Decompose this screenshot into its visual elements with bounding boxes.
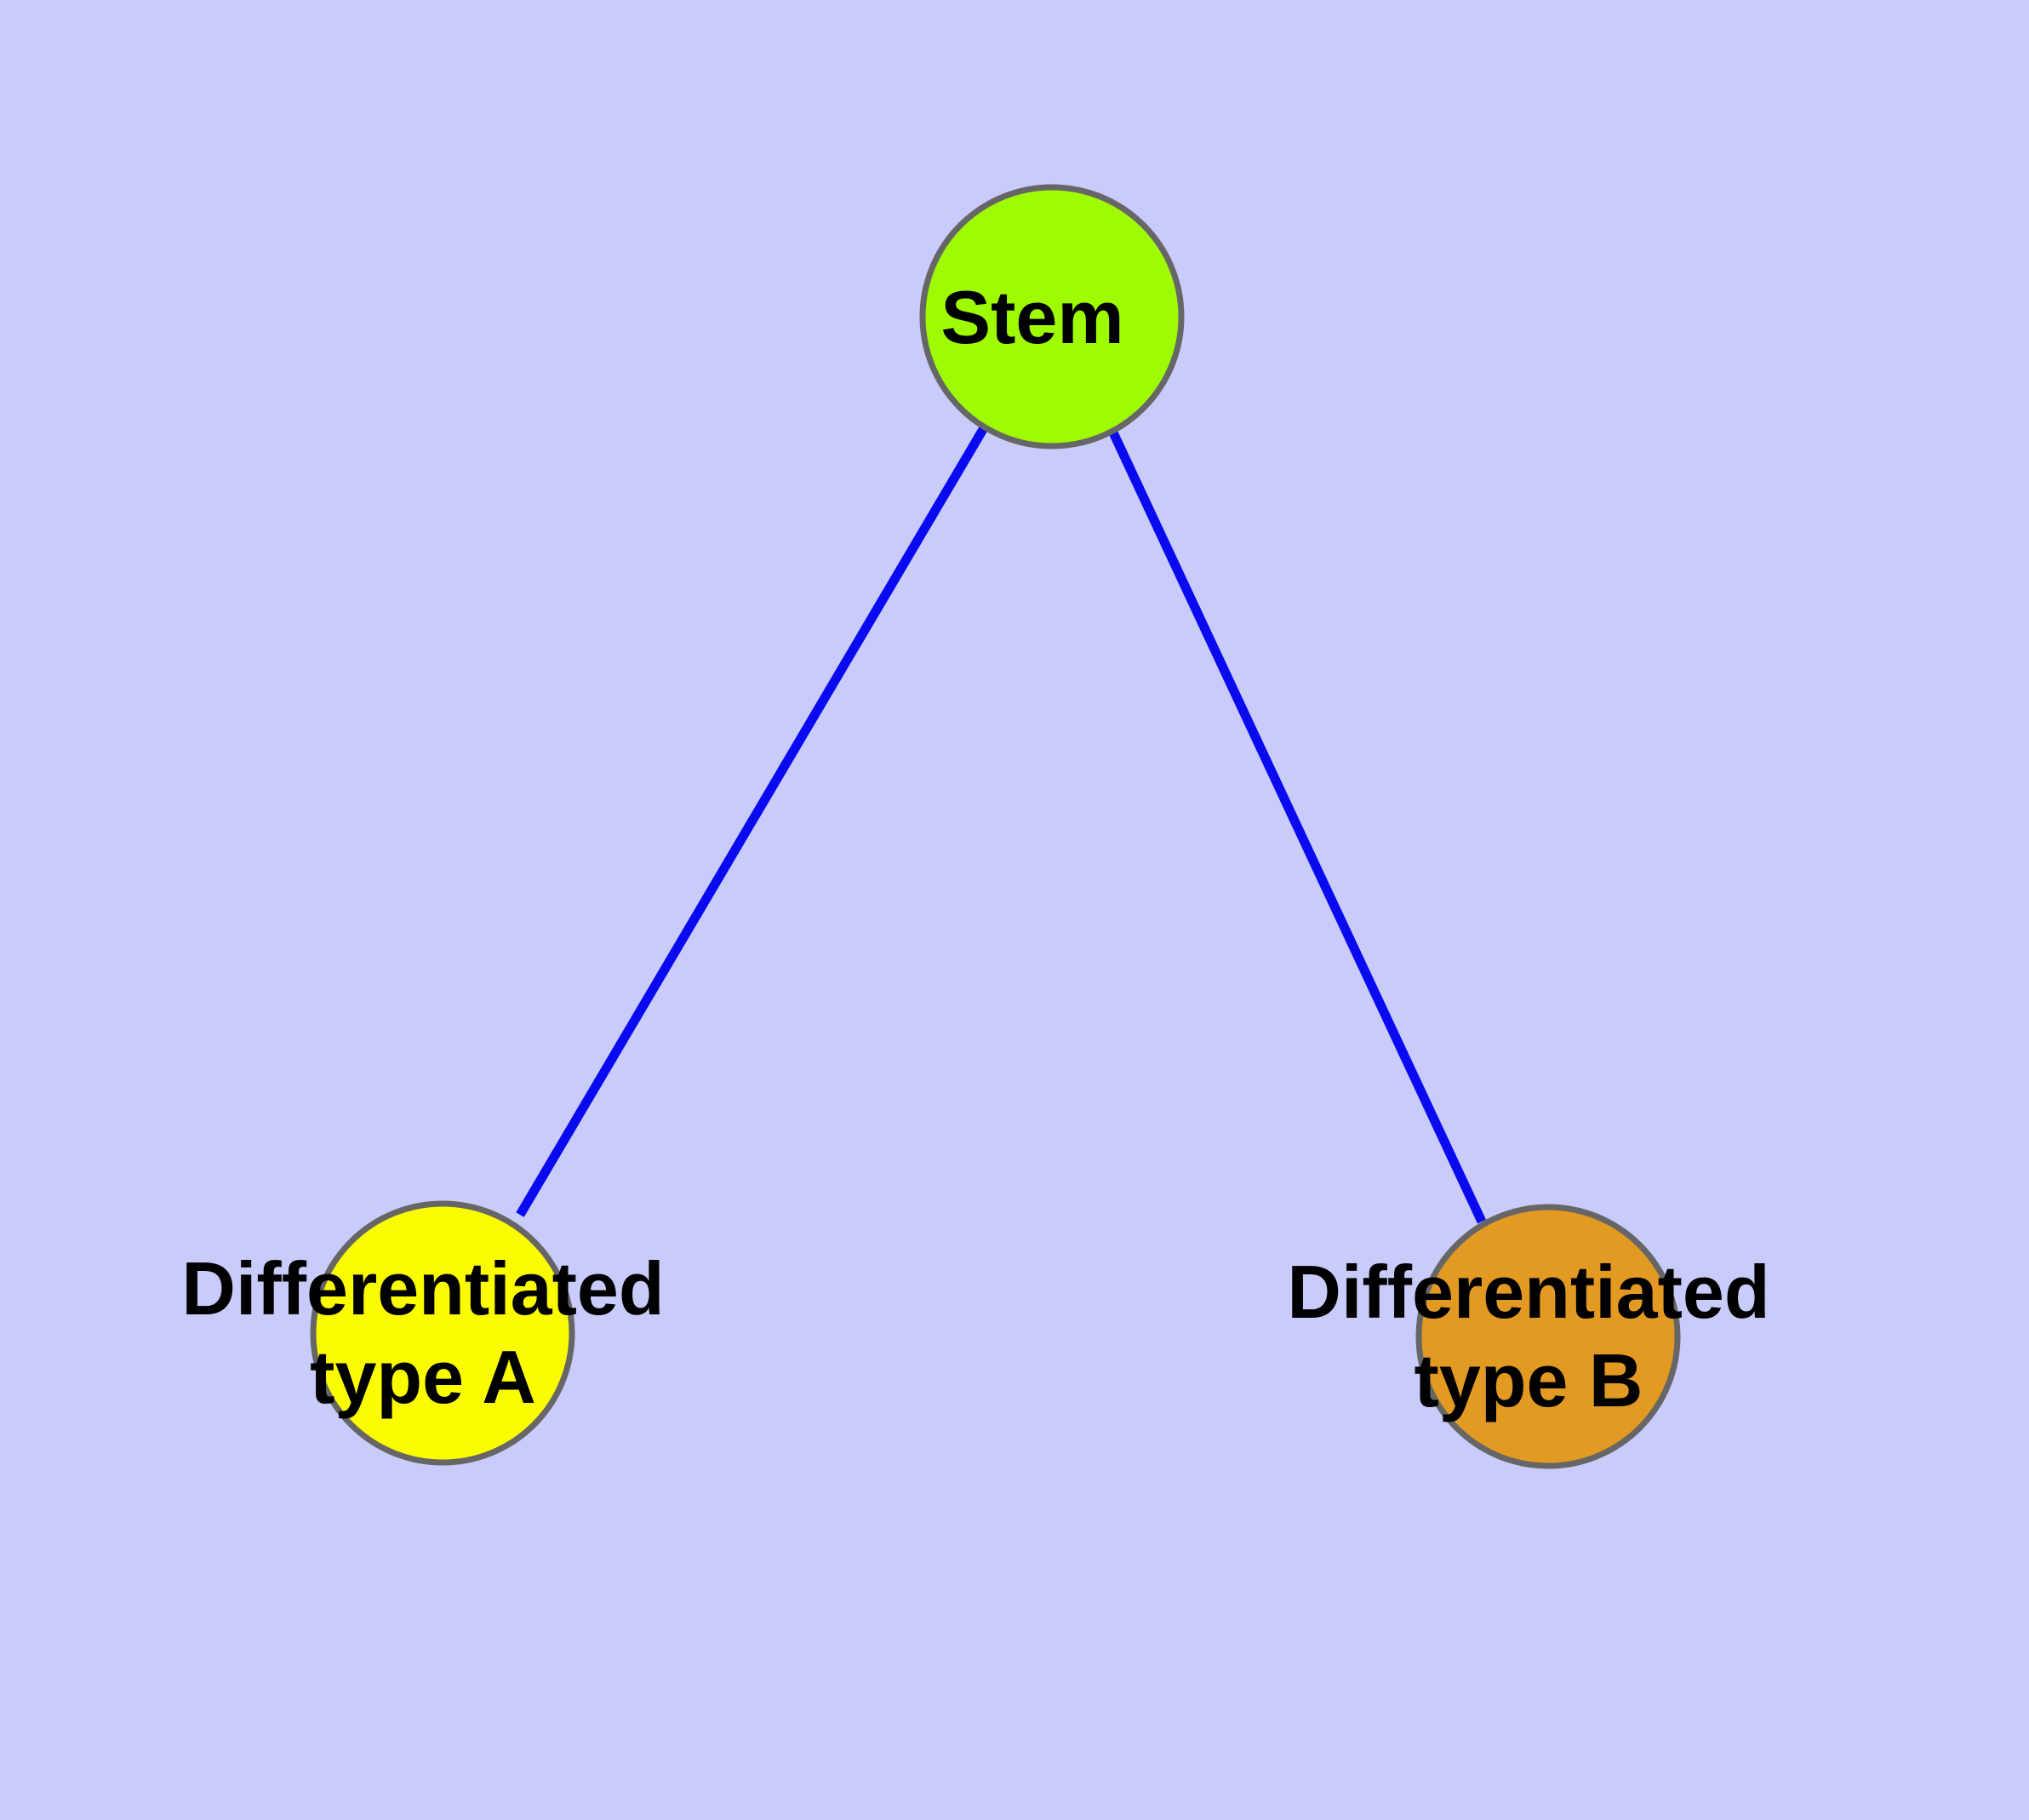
node-differentiated-type-b-label-line2: type B <box>1415 1338 1643 1422</box>
node-stem-label-line1: Stem <box>940 275 1123 359</box>
edge-stem-to-differentiated-type-b[interactable] <box>1108 428 1486 1224</box>
node-differentiated-type-b-circle[interactable] <box>1415 1204 1681 1469</box>
node-differentiated-type-a[interactable] <box>310 1200 575 1466</box>
edge-layer <box>516 424 1486 1224</box>
label-layer: Stem Differentiated type A Differentiate… <box>181 275 1769 1422</box>
node-differentiated-type-a-label-line2: type A <box>310 1335 536 1419</box>
node-differentiated-type-a-circle[interactable] <box>310 1200 575 1466</box>
node-stem-circle[interactable] <box>919 184 1185 449</box>
node-differentiated-type-b[interactable] <box>1415 1204 1681 1469</box>
node-differentiated-type-a-label-line1: Differentiated <box>181 1246 664 1331</box>
node-differentiated-type-b-label-line1: Differentiated <box>1287 1250 1769 1334</box>
node-layer <box>310 184 1681 1469</box>
edge-stem-to-differentiated-type-a[interactable] <box>516 424 989 1217</box>
node-stem[interactable] <box>919 184 1185 449</box>
